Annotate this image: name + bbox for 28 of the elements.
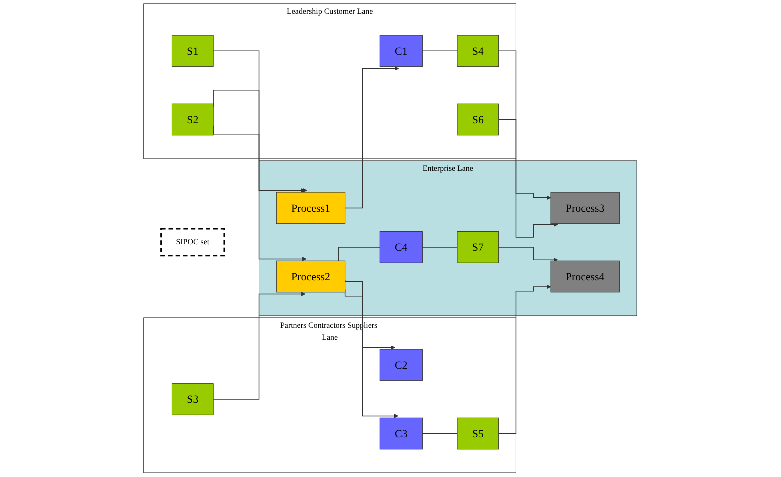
- arrow: [213, 292, 306, 400]
- node-box: S2: [172, 104, 214, 136]
- arrow: [344, 280, 396, 350]
- arrow: [498, 50, 552, 200]
- arrow: [213, 50, 308, 193]
- node-box: C3: [380, 418, 423, 450]
- node-box: S1: [172, 35, 214, 68]
- node-box: Process1: [276, 192, 346, 224]
- arrow: [498, 119, 558, 238]
- node-box: S4: [457, 35, 500, 68]
- node-box: C4: [380, 232, 423, 264]
- arrow: [213, 90, 306, 193]
- node-box: C2: [380, 349, 423, 382]
- arrow: [498, 247, 558, 262]
- node-box: Process3: [550, 192, 620, 224]
- node-box: C1: [380, 35, 423, 68]
- node-box: Process4: [550, 260, 620, 293]
- connector: [422, 247, 458, 248]
- connector: [422, 433, 458, 434]
- connector: [422, 50, 458, 52]
- node-box: S7: [457, 232, 500, 264]
- arrow: [344, 66, 400, 209]
- arrow: [498, 284, 552, 434]
- connector: [338, 247, 380, 262]
- node-box: S6: [457, 104, 500, 136]
- node-box: S5: [457, 418, 500, 450]
- node-box: Process2: [276, 260, 346, 293]
- node-box: S3: [172, 384, 214, 416]
